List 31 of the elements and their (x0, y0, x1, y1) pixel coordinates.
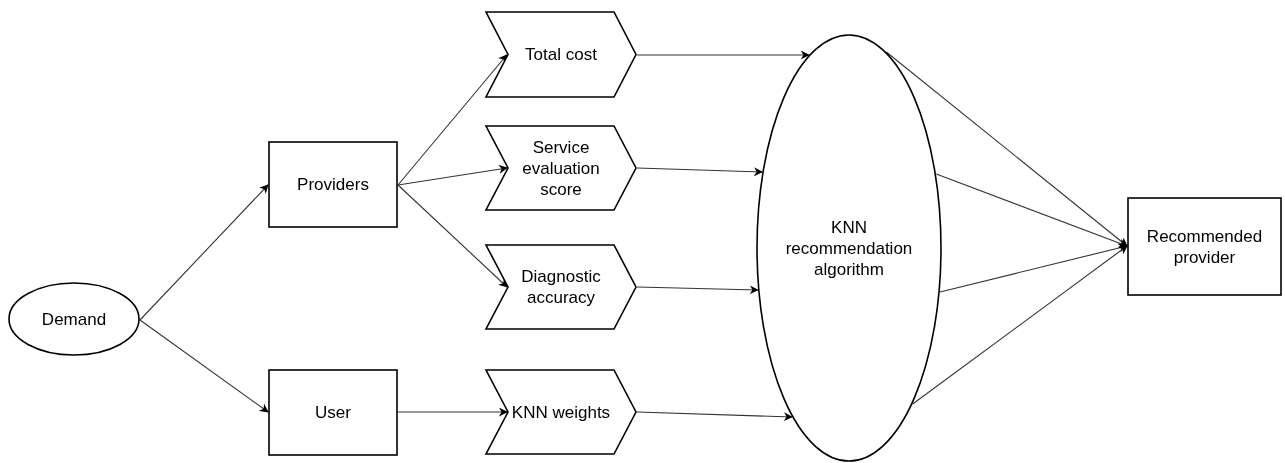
process-box (1127, 197, 1282, 296)
arrow (139, 184, 269, 321)
node-label: Providers (297, 174, 369, 195)
arrow (397, 184, 508, 288)
process-box (268, 141, 398, 228)
chevron-step (485, 11, 637, 98)
ellipse-node (8, 282, 140, 356)
node-label: KNN recommendation algorithm (784, 216, 914, 280)
arrow (885, 51, 1128, 247)
node-label: Total cost (525, 44, 597, 65)
node-label: Service evaluation score (521, 136, 601, 200)
node-label: User (315, 402, 351, 423)
node-label: KNN weights (511, 401, 611, 423)
chevron-step (485, 125, 637, 211)
arrow (636, 285, 759, 295)
arrow (397, 164, 508, 186)
chevron-step (485, 369, 637, 455)
arrow (636, 411, 793, 422)
process-box (268, 369, 398, 456)
node-label: Recommended provider (1145, 225, 1264, 268)
arrow (636, 167, 763, 177)
arrow (636, 50, 810, 60)
arrow (397, 54, 508, 186)
chevron-step (485, 244, 637, 330)
node-label: Demand (41, 308, 107, 330)
arrow (139, 319, 269, 413)
ellipse-node (756, 34, 942, 462)
arrow (939, 243, 1128, 293)
node-label: Diagnostic accuracy (520, 266, 602, 308)
arrow (397, 407, 508, 417)
arrow (912, 245, 1128, 405)
